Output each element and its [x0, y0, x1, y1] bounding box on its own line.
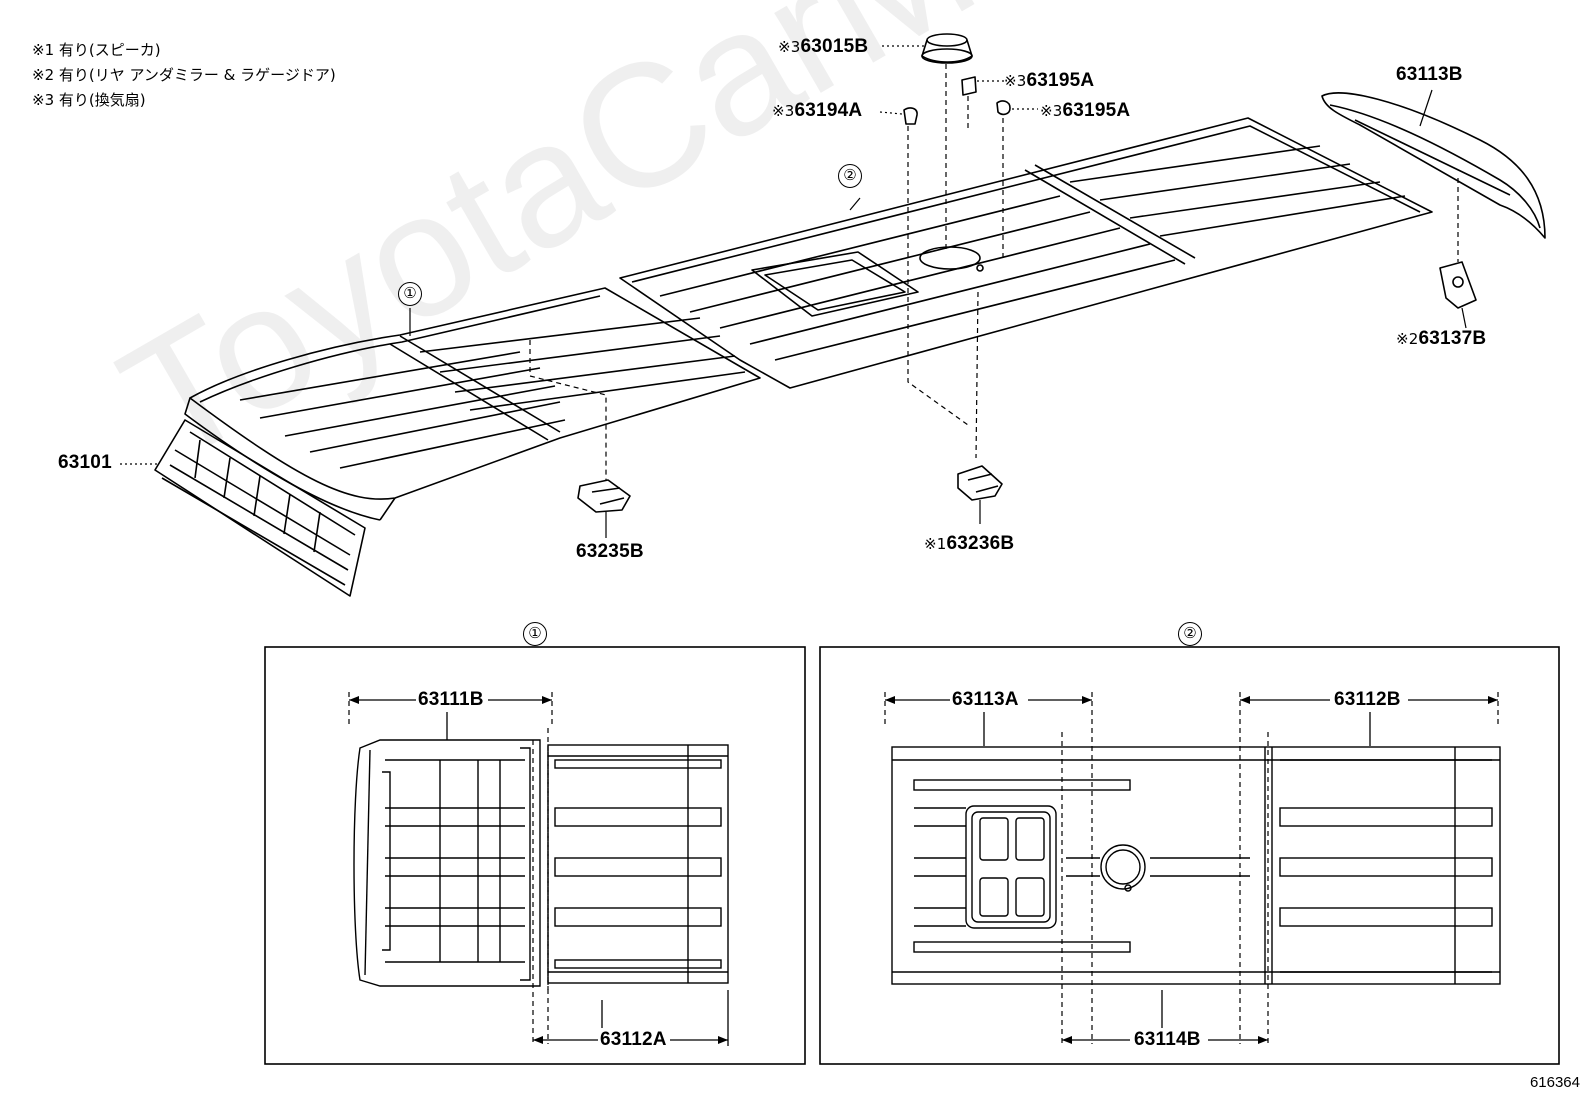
bracket-63236B: [957, 465, 1003, 501]
rear-roof-panel: [619, 117, 1433, 389]
section-1-marker-box: ①: [523, 622, 547, 646]
part-label-63195A-upper: ※363195A: [1004, 70, 1095, 91]
vent-cap-63015B: [921, 33, 973, 64]
part-label-63101: 63101: [58, 452, 112, 473]
part-label-63015B: ※363015B: [778, 36, 869, 57]
section-2-marker-top: ②: [838, 164, 862, 188]
part-label-63113A: 63113A: [952, 689, 1019, 710]
bracket-63235B: [577, 479, 631, 513]
note-3: ※3 有り(換気扇): [32, 91, 146, 109]
section-2-marker-box: ②: [1178, 622, 1202, 646]
part-label-63137B: ※263137B: [1396, 328, 1487, 349]
note-2: ※2 有り(リヤ アンダミラー & ラゲージドア): [32, 66, 336, 84]
part-label-63194A: ※363194A: [772, 100, 863, 121]
front-roof-top-view: [353, 739, 729, 987]
part-label-63195A-lower: ※363195A: [1040, 100, 1131, 121]
part-label-63114B: 63114B: [1134, 1029, 1201, 1050]
section-1-marker-top: ①: [398, 282, 422, 306]
part-label-63112B: 63112B: [1334, 689, 1401, 710]
part-label-63236B: ※163236B: [924, 533, 1015, 554]
rear-roof-top-view: [891, 746, 1501, 985]
figure-number: 616364: [1529, 1074, 1580, 1091]
rear-spoiler: [1321, 92, 1546, 239]
clip-63195A-upper: [961, 76, 977, 96]
notes-legend: ※1 有り(スピーカ) ※2 有り(リヤ アンダミラー & ラゲージドア) ※3…: [32, 38, 336, 113]
front-roof-panel: [184, 287, 761, 521]
clip-63194A: [903, 107, 918, 125]
note-1: ※1 有り(スピーカ): [32, 41, 161, 59]
part-label-63111B: 63111B: [418, 689, 484, 710]
front-header-panel: [154, 419, 366, 597]
part-label-63113B-spoiler: 63113B: [1396, 64, 1463, 85]
clip-63195A-lower: [996, 100, 1011, 116]
detail-box-1: [264, 646, 806, 1065]
detail-box-2: [819, 646, 1560, 1065]
part-label-63235B: 63235B: [576, 541, 644, 562]
part-label-63112A: 63112A: [600, 1029, 667, 1050]
bracket-63137B: [1439, 261, 1477, 309]
